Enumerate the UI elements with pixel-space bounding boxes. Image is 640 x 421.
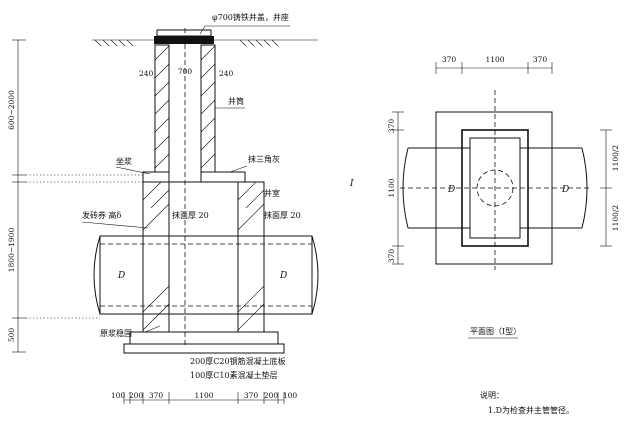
chamber-hatch [142,181,265,331]
pipe-d-right: D [279,271,287,281]
base-fix-label: 原浆稳固 [100,328,132,338]
plan-caption: 平面图（Ⅰ型） [470,327,521,336]
bot-dim-2: 200 [129,391,144,400]
triangle-label: 抹三角灰 [248,154,280,164]
bot-dim-5: 370 [244,391,259,400]
notes-title: 说明： [480,390,504,400]
bot-dim-6: 200 [264,391,279,400]
chamber-wall-right [237,181,265,333]
plan-right-dim-1: 1100/2 [611,145,620,172]
section-view: 600~2000 1800~1900 500 φ700铸铁井盖，井座 700 2… [7,12,319,404]
slab-label: 200厚C20钢筋混凝土底板 [190,356,286,366]
dim-240-right: 240 [219,69,234,78]
bot-dim-4: 1100 [194,391,213,400]
cover-frame [156,29,212,37]
v-dim-mid: 1800~1900 [7,228,16,273]
mortar-label: 坐浆 [116,156,132,166]
bot-dim-3: 370 [149,391,164,400]
plan-d-right: D [561,185,569,195]
plan-right-dim-2: 1100/2 [611,205,620,232]
plan-top-dim-1: 370 [442,55,457,64]
bot-dim-7: 100 [283,391,298,400]
v-dim-bot: 500 [7,328,16,343]
base-slab [129,331,279,345]
cover-label: φ700铸铁井盖，井座 [212,12,289,22]
note-item-1: 1.D为检查井主管管径。 [488,405,574,415]
shaft-hatch [154,45,216,169]
plan-top-dim-3: 370 [533,55,548,64]
plan-d-left: D [447,185,455,195]
plan-left-dim-3: 370 [387,249,396,264]
shaft-label: 井筒 [228,96,244,106]
pipe-d-left: D [117,271,125,281]
plaster-right: 抹面厚 20 [264,210,301,220]
section-mark: I [349,179,354,189]
cushion-label: 100厚C10素混凝土垫层 [190,370,278,380]
pipe-end-right [311,235,319,315]
shaft-wall-right [200,44,216,173]
plan-left-dim-1: 370 [387,119,396,134]
manhole-cover [154,36,214,44]
ground-hatch [94,39,279,47]
cushion-layer [123,343,285,354]
dim-240-left: 240 [139,69,154,78]
plan-view: 370 1100 370 D D 370 1100 370 1100/2 110… [349,55,620,339]
bot-dim-1: 100 [111,391,126,400]
notes: 说明： 1.D为检查井主管管径。 [480,390,574,415]
arch-label: 发砖券 高δ [82,210,122,220]
pipe-end-left [93,235,101,315]
chamber-interior [168,181,239,333]
shaft-wall-left [154,44,170,173]
plan-left-dim-2: 1100 [387,178,396,197]
chamber-wall-left [142,181,170,333]
plaster-left: 抹面厚 20 [172,210,209,220]
chamber-label: 井室 [264,188,280,198]
plan-top-dim-2: 1100 [485,55,504,64]
v-dim-top: 600~2000 [7,90,16,130]
dim-700: 700 [178,67,193,76]
cap-right [200,171,246,183]
main-pipe [99,235,313,315]
